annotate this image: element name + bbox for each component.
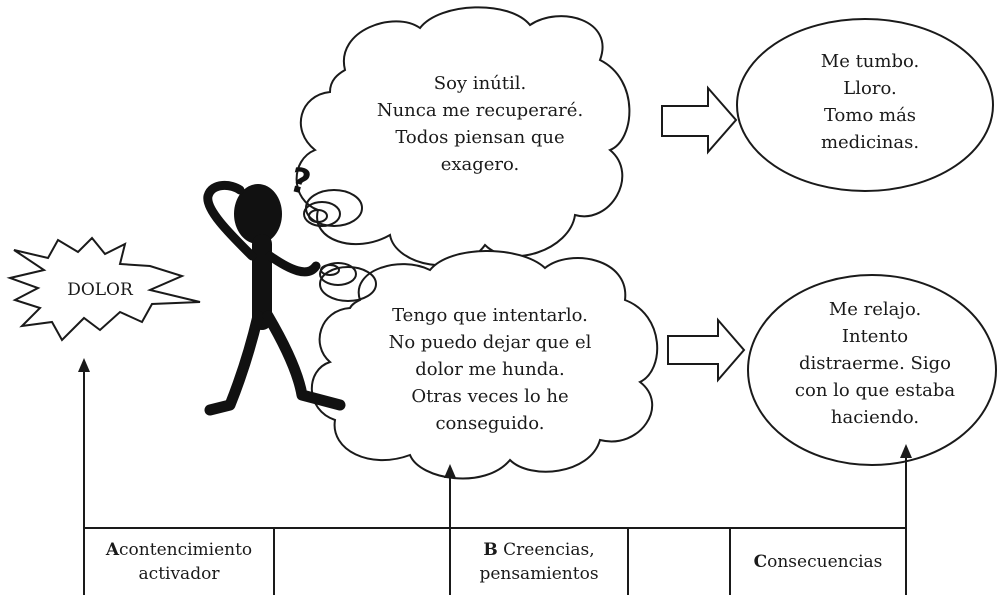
- consequence-line: Me relajo.: [828, 299, 922, 320]
- cell-label: contencimiento: [119, 540, 253, 560]
- initial-letter: B: [483, 540, 498, 560]
- thought-bubble-circle: [319, 266, 377, 302]
- consequence-positive-text: Me relajo. Intento distraerme. Sigo con …: [770, 296, 980, 431]
- table-cell-c: Consecuencias: [730, 550, 906, 574]
- thought-bubble-circle: [319, 262, 357, 286]
- table-cell-b: B Creencias, pensamientos: [450, 538, 628, 586]
- thought-positive-text: Tengo que intentarlo. No puedo dejar que…: [340, 302, 640, 437]
- block-arrow-lower: [667, 317, 746, 383]
- thought-line: No puedo dejar que el: [388, 332, 592, 353]
- cell-label: onsecuencias: [767, 552, 883, 572]
- arrowhead-up: [444, 464, 456, 478]
- thought-line: Soy inútil.: [433, 73, 527, 94]
- consequence-line: Intento: [841, 326, 909, 347]
- thought-bubble-circle: [308, 209, 328, 223]
- thought-negative-text: Soy inútil. Nunca me recuperaré. Todos p…: [335, 70, 625, 178]
- thought-line: Todos piensan que: [395, 127, 565, 148]
- consequence-line: medicinas.: [820, 132, 920, 153]
- thinking-figure-icon: [203, 181, 346, 416]
- consequence-line: distraerme. Sigo: [799, 353, 951, 374]
- consequence-ellipse-negative: [736, 18, 994, 192]
- thought-bubble-circle: [303, 201, 341, 227]
- thought-line: dolor me hunda.: [415, 359, 565, 380]
- initial-letter: C: [753, 552, 768, 572]
- thought-line: exagero.: [440, 154, 520, 175]
- thought-bubble-circle: [320, 264, 340, 276]
- consequence-line: haciendo.: [830, 407, 920, 428]
- consequence-line: Me tumbo.: [820, 51, 920, 72]
- cell-label: activador: [138, 564, 220, 584]
- block-arrow-upper: [661, 85, 738, 155]
- cell-label: pensamientos: [479, 564, 599, 584]
- thought-cloud-positive: [310, 250, 659, 480]
- table-cell-a: Acontencimiento activador: [84, 538, 274, 586]
- initial-letter: A: [105, 540, 120, 560]
- cell-label: Creencias,: [497, 540, 595, 560]
- thought-cloud-negative: [295, 6, 631, 267]
- arrowhead-up: [78, 358, 90, 372]
- consequence-negative-text: Me tumbo. Lloro. Tomo más medicinas.: [770, 48, 970, 156]
- consequence-line: Tomo más: [823, 105, 917, 126]
- consequence-line: Lloro.: [843, 78, 897, 99]
- thought-line: Tengo que intentarlo.: [392, 305, 588, 326]
- dolor-starburst: [6, 236, 201, 342]
- consequence-ellipse-positive: [747, 274, 997, 466]
- consequence-line: con lo que estaba: [794, 380, 956, 401]
- arrowhead-up: [900, 444, 912, 458]
- thought-line: conseguido.: [435, 413, 545, 434]
- thought-line: Nunca me recuperaré.: [376, 100, 584, 121]
- trigger-label: DOLOR: [67, 280, 133, 300]
- thought-line: Otras veces lo he: [411, 386, 569, 407]
